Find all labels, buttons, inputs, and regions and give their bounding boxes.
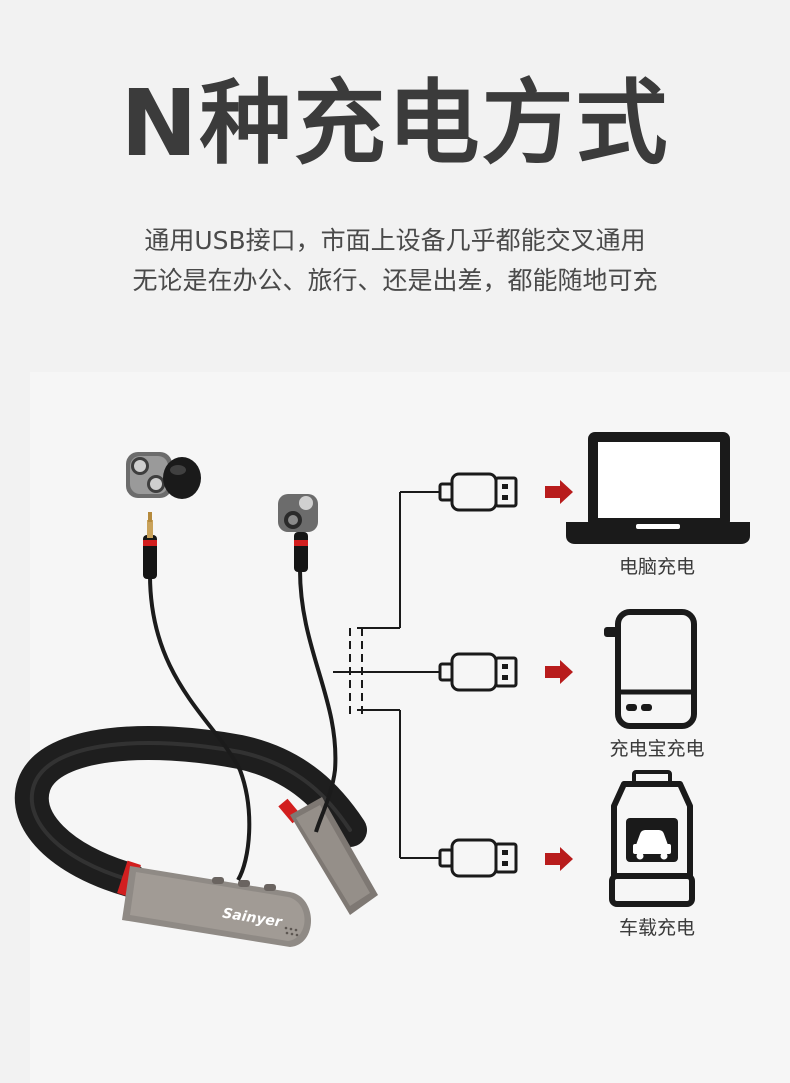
subtitle-line-2: 无论是在办公、旅行、还是出差，都能随地可充 bbox=[132, 266, 658, 295]
arrow-right-icon bbox=[545, 847, 573, 871]
usb-plug-icon bbox=[438, 652, 518, 692]
subtitle-line-1: 通用USB接口，市面上设备几乎都能交叉通用 bbox=[144, 226, 646, 255]
power-bank-icon bbox=[604, 609, 697, 729]
left-earbud bbox=[126, 452, 201, 499]
device-label-laptop: 电脑充电 bbox=[618, 556, 695, 578]
device-label-car-charger: 车载充电 bbox=[618, 917, 695, 939]
arrow-right-icon bbox=[545, 480, 573, 504]
right-earbud bbox=[278, 494, 318, 572]
neckband-headphones: Sainyer bbox=[14, 452, 378, 947]
page-title: N种充电方式 bbox=[120, 70, 670, 177]
device-label-power-bank: 充电宝充电 bbox=[609, 738, 705, 760]
arrow-right-icon bbox=[545, 660, 573, 684]
usb-branch-lines bbox=[333, 491, 440, 859]
usb-plug-icon bbox=[438, 472, 518, 512]
laptop-icon bbox=[566, 432, 750, 544]
usb-plug-icon bbox=[438, 838, 518, 878]
car-charger-icon bbox=[609, 770, 695, 907]
